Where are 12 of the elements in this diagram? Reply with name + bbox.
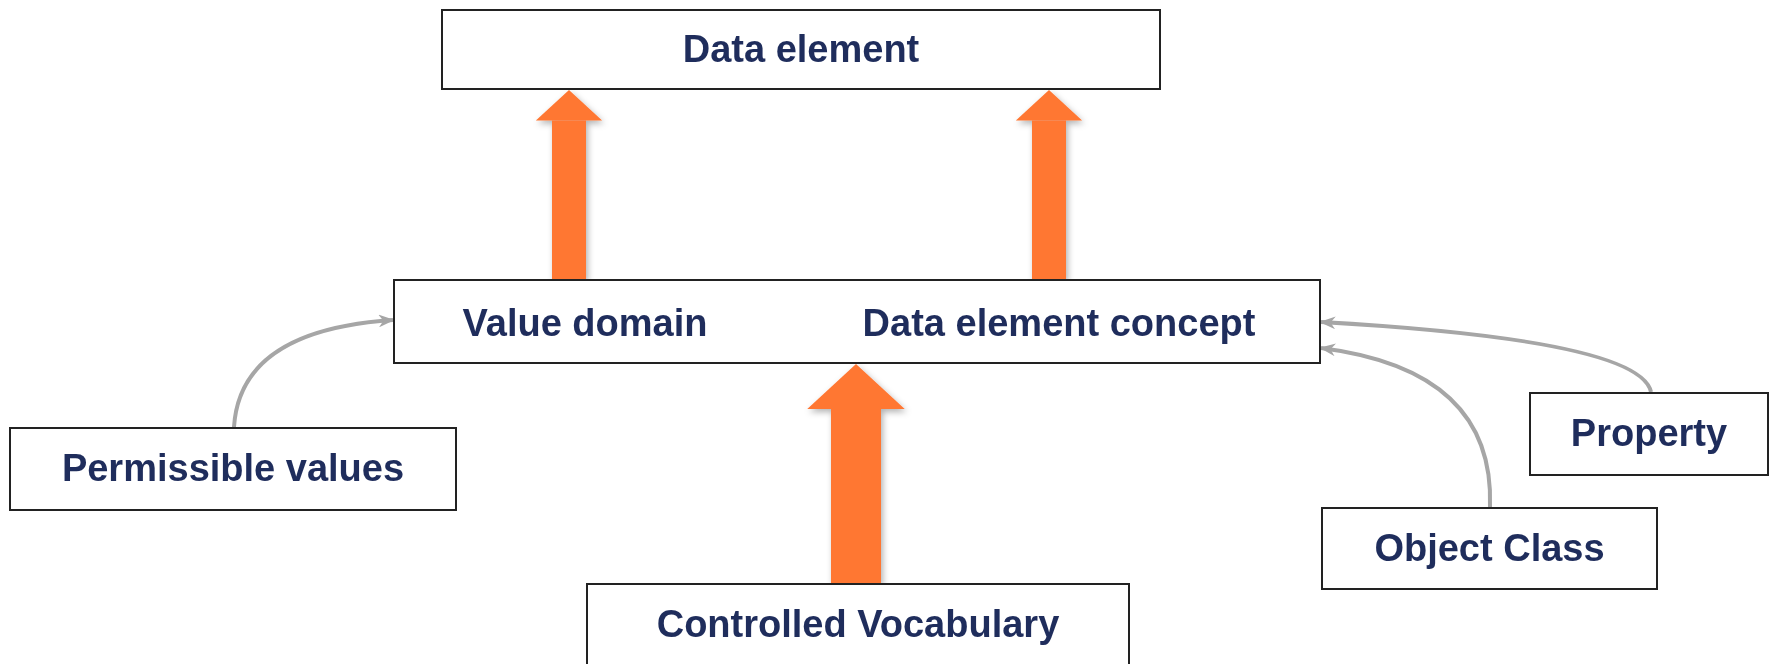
concept-box: Controlled Vocabulary xyxy=(586,583,1130,664)
concept-label: Value domain xyxy=(395,281,775,366)
block-arrow xyxy=(1015,90,1083,279)
concept-box: Object Class xyxy=(1321,507,1658,590)
block-arrow xyxy=(535,90,603,279)
concept-label: Data element concept xyxy=(795,281,1323,366)
concept-box: Property xyxy=(1529,392,1769,476)
concept-box: Permissible values xyxy=(9,427,457,511)
curved-arrow xyxy=(232,314,395,428)
block-arrow xyxy=(807,364,905,583)
concept-box xyxy=(393,279,1321,364)
concept-box: Data element xyxy=(441,9,1161,90)
